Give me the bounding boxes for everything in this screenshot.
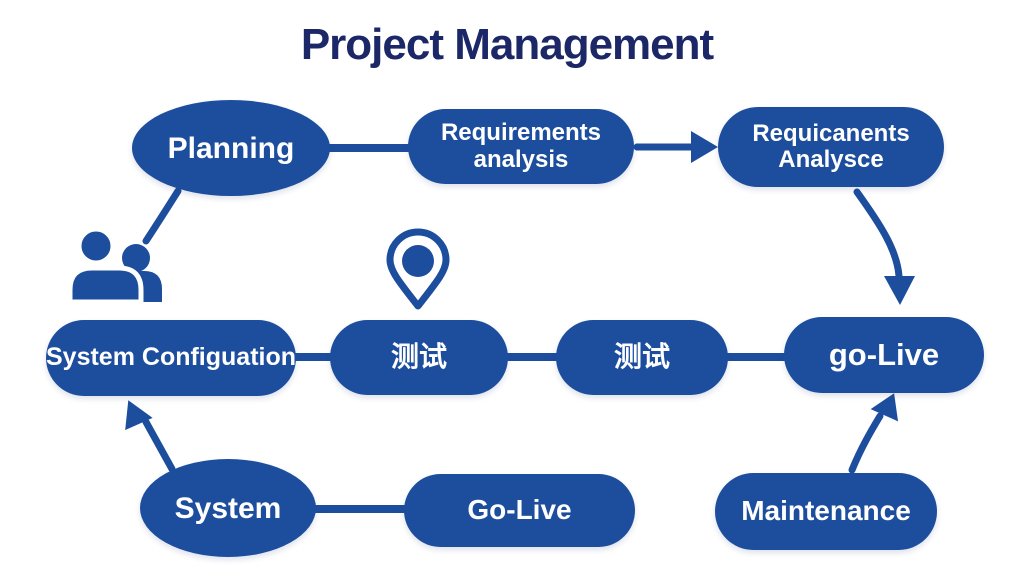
node-go-live-middle-label: go-Live [828,336,940,372]
node-system: System [140,459,316,557]
node-requirements-analysis-line1: Requirements [440,119,602,147]
node-testing-1-label: 测试 [390,341,447,373]
node-maintenance-label: Maintenance [741,495,911,527]
node-system-configuation-label: System Configuation [46,343,297,372]
node-go-live-bottom-label: Go-Live [467,494,572,526]
arrow-system-to-sysconfig [125,400,176,473]
node-requirements-analysis: Requirements analysis [408,109,634,184]
two-people-icon [67,226,162,305]
node-maintenance: Maintenance [715,473,937,550]
node-planning: Planning [132,100,330,196]
node-planning-label: Planning [167,131,295,165]
arrow-requirements-to-analysce [633,131,718,163]
node-requicanents-analysce-line1: Requicanents [752,119,910,147]
node-system-label: System [174,491,282,525]
map-pin-icon [386,228,450,310]
arrow-maintenance-to-golive [848,393,899,474]
connector-planning-to-people [142,187,182,245]
node-requirements-analysis-line2: analysis [473,145,569,173]
node-requicanents-analysce-line2: Analysce [778,146,884,173]
page-title: Project Management [300,20,714,69]
node-go-live-middle: go-Live [784,317,984,393]
node-testing-2-label: 测试 [613,341,670,373]
arrow-analysce-to-golive [853,188,915,305]
node-testing-2: 测试 [556,320,728,395]
node-requicanents-analysce: Requicanents Analysce [718,107,944,187]
node-system-configuation: System Configuation [46,320,296,396]
node-testing-1: 测试 [330,320,508,395]
node-go-live-bottom: Go-Live [404,474,635,547]
